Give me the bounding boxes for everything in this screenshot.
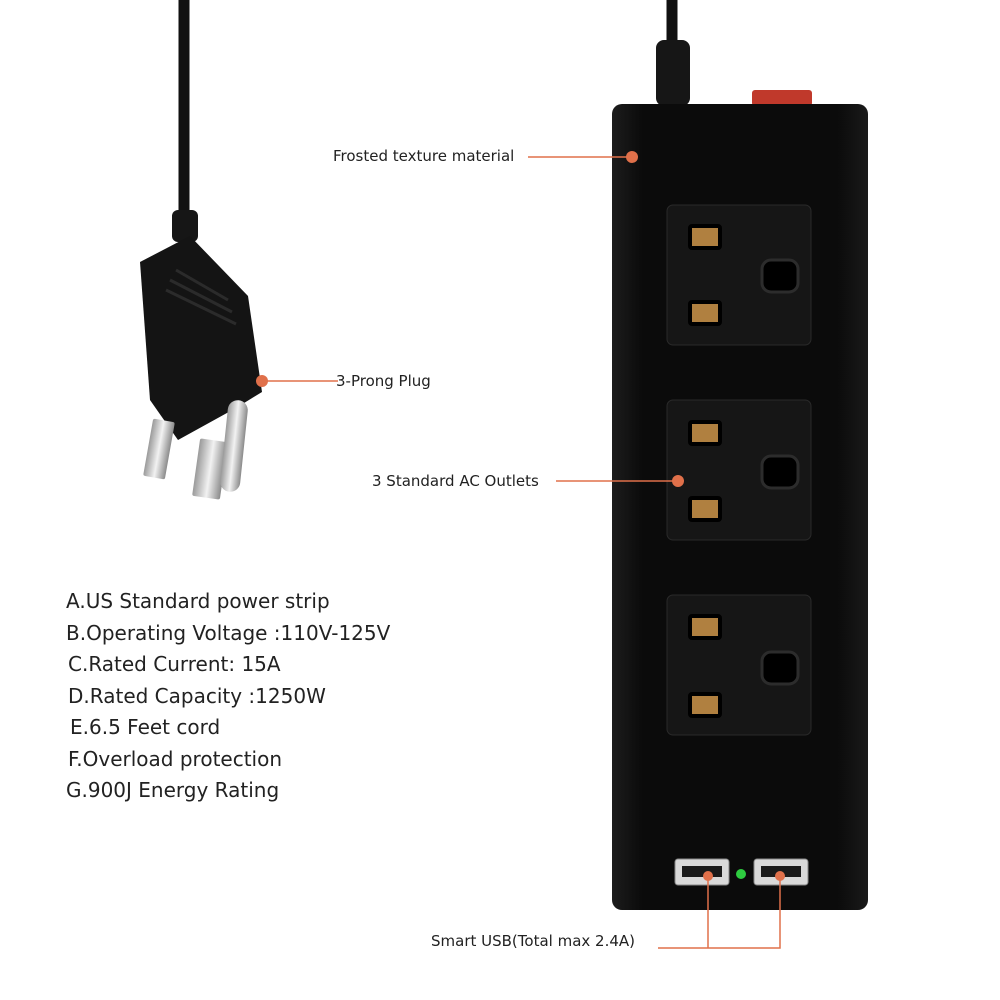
plug-cord-strain-relief: [172, 210, 198, 242]
plug-prong-left: [143, 418, 175, 480]
ac-outlet-1: [666, 204, 812, 346]
ac-outlet-2: [666, 399, 812, 541]
outlet-2-ground-hole: [760, 454, 800, 490]
usb-port-left: [674, 858, 730, 886]
spec-item: D.Rated Capacity :1250W: [68, 683, 326, 708]
outlet-2-slot-bottom: [688, 496, 722, 522]
dot-usb-right: [775, 871, 785, 881]
spec-item: C.Rated Current: 15A: [68, 652, 281, 676]
spec-item: F.Overload protection: [68, 746, 283, 771]
plug-grip-ridges: [165, 268, 237, 326]
dot-usb-left: [703, 871, 713, 881]
spec-item: G.900J Energy Rating: [66, 778, 280, 802]
dot-frosted: [626, 151, 638, 163]
outlet-2-slot-top: [688, 420, 722, 446]
callout-smart-usb: Smart USB(Total max 2.4A): [431, 932, 636, 950]
outlet-1-ground-hole: [760, 258, 800, 294]
outlet-3-slot-bottom: [688, 692, 722, 718]
dot-outlets: [672, 475, 684, 487]
plug-prong-right: [192, 438, 228, 500]
three-prong-plug: [140, 0, 262, 500]
plug-body: [140, 236, 262, 440]
callout-leader-lines: [262, 156, 781, 949]
leader-usb: [658, 876, 781, 949]
plug-cord: [178, 0, 195, 243]
callout-dots: [256, 151, 785, 881]
outlet-3-ground-hole: [760, 650, 800, 686]
callout-three-prong-plug: 3-Prong Plug: [336, 372, 431, 390]
ac-outlet-3: [666, 594, 812, 736]
plug-ground-pin: [220, 400, 248, 492]
dot-plug: [256, 375, 268, 387]
spec-item: E.6.5 Feet cord: [70, 715, 221, 739]
outlet-3-slot-top: [688, 614, 722, 640]
spec-list: A.US Standard power strip B.Operating Vo…: [62, 586, 390, 807]
strip-cord-strain-relief: [656, 40, 690, 106]
usb-indicator-led: [736, 869, 746, 879]
callout-ac-outlets: 3 Standard AC Outlets: [372, 472, 539, 490]
outlet-1-slot-bottom: [688, 300, 722, 326]
spec-item: A.US Standard power strip: [66, 589, 330, 613]
red-power-switch: [752, 90, 812, 106]
spec-item: B.Operating Voltage :110V-125V: [66, 620, 391, 645]
callout-frosted-texture: Frosted texture material: [333, 147, 515, 165]
outlet-1-slot-top: [688, 224, 722, 250]
